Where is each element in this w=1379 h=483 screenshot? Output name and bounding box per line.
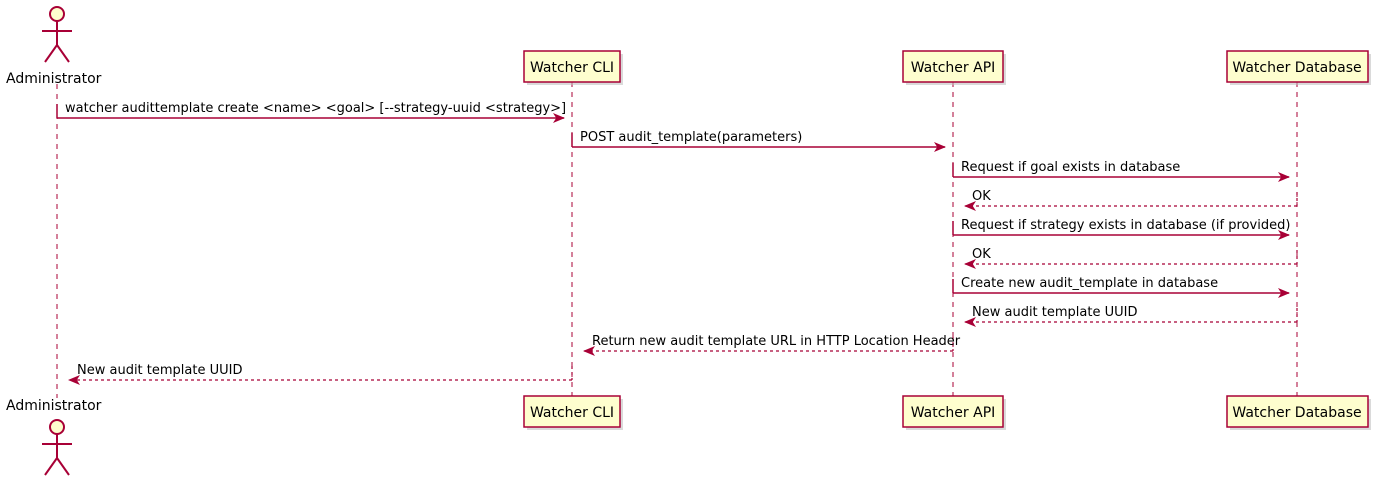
message-1[interactable]: watcher audittemplate create <name> <goa…: [56, 101, 566, 123]
participant-label-watcher-database-top: Watcher Database: [1232, 60, 1361, 76]
actor-administrator-bottom[interactable]: Administrator: [6, 398, 102, 476]
actor-leg-right-icon: [56, 44, 70, 63]
message-2[interactable]: POST audit_template(parameters): [571, 130, 946, 152]
message-label: Request if strategy exists in database (…: [961, 218, 1290, 233]
message-label: New audit template UUID: [77, 363, 242, 378]
message-10[interactable]: New audit template UUID: [68, 363, 573, 385]
message-label: Create new audit_template in database: [961, 276, 1218, 291]
participant-box-watcher-api-bottom[interactable]: Watcher API: [902, 395, 1006, 430]
participant-label-watcher-api-top: Watcher API: [911, 60, 996, 76]
actor-head-icon: [49, 6, 65, 22]
participant-label-watcher-cli-top: Watcher CLI: [530, 60, 614, 76]
actor-head-icon: [49, 419, 65, 435]
message-label: New audit template UUID: [972, 305, 1137, 320]
participant-label-watcher-cli-bottom: Watcher CLI: [530, 405, 614, 421]
actor-leg-left-icon: [44, 44, 58, 63]
message-label: Request if goal exists in database: [961, 160, 1180, 175]
participant-box-rect: [523, 395, 621, 428]
message-label: OK: [972, 189, 991, 204]
message-7[interactable]: Create new audit_template in database: [952, 276, 1290, 298]
participant-box-watcher-api-top[interactable]: Watcher API: [902, 50, 1006, 85]
participant-box-watcher-database-bottom[interactable]: Watcher Database: [1226, 395, 1371, 430]
actor-label-administrator-top: Administrator: [6, 71, 102, 87]
participant-label-watcher-database-bottom: Watcher Database: [1232, 405, 1361, 421]
message-label: OK: [972, 247, 991, 262]
actor-leg-right-icon: [56, 457, 70, 476]
message-3[interactable]: Request if goal exists in database: [952, 160, 1290, 182]
message-label: POST audit_template(parameters): [580, 130, 802, 145]
participant-box-rect: [902, 395, 1004, 428]
participant-box-rect: [902, 50, 1004, 83]
participant-label-watcher-api-bottom: Watcher API: [911, 405, 996, 421]
message-label: Return new audit template URL in HTTP Lo…: [592, 334, 961, 349]
participant-box-watcher-cli-top[interactable]: Watcher CLI: [523, 50, 623, 85]
participant-box-rect: [1226, 395, 1369, 428]
actor-administrator-top[interactable]: Administrator: [6, 6, 102, 87]
participant-box-rect: [523, 50, 621, 83]
message-4[interactable]: OK: [964, 189, 1298, 211]
actor-label-administrator-bottom: Administrator: [6, 398, 102, 414]
message-5[interactable]: Request if strategy exists in database (…: [952, 218, 1290, 240]
participant-box-watcher-database-top[interactable]: Watcher Database: [1226, 50, 1371, 85]
actor-leg-left-icon: [44, 457, 58, 476]
participant-box-watcher-cli-bottom[interactable]: Watcher CLI: [523, 395, 623, 430]
message-label: watcher audittemplate create <name> <goa…: [65, 101, 566, 116]
participant-box-rect: [1226, 50, 1369, 83]
message-6[interactable]: OK: [964, 247, 1298, 269]
message-8[interactable]: New audit template UUID: [964, 305, 1298, 327]
message-9[interactable]: Return new audit template URL in HTTP Lo…: [583, 334, 961, 356]
